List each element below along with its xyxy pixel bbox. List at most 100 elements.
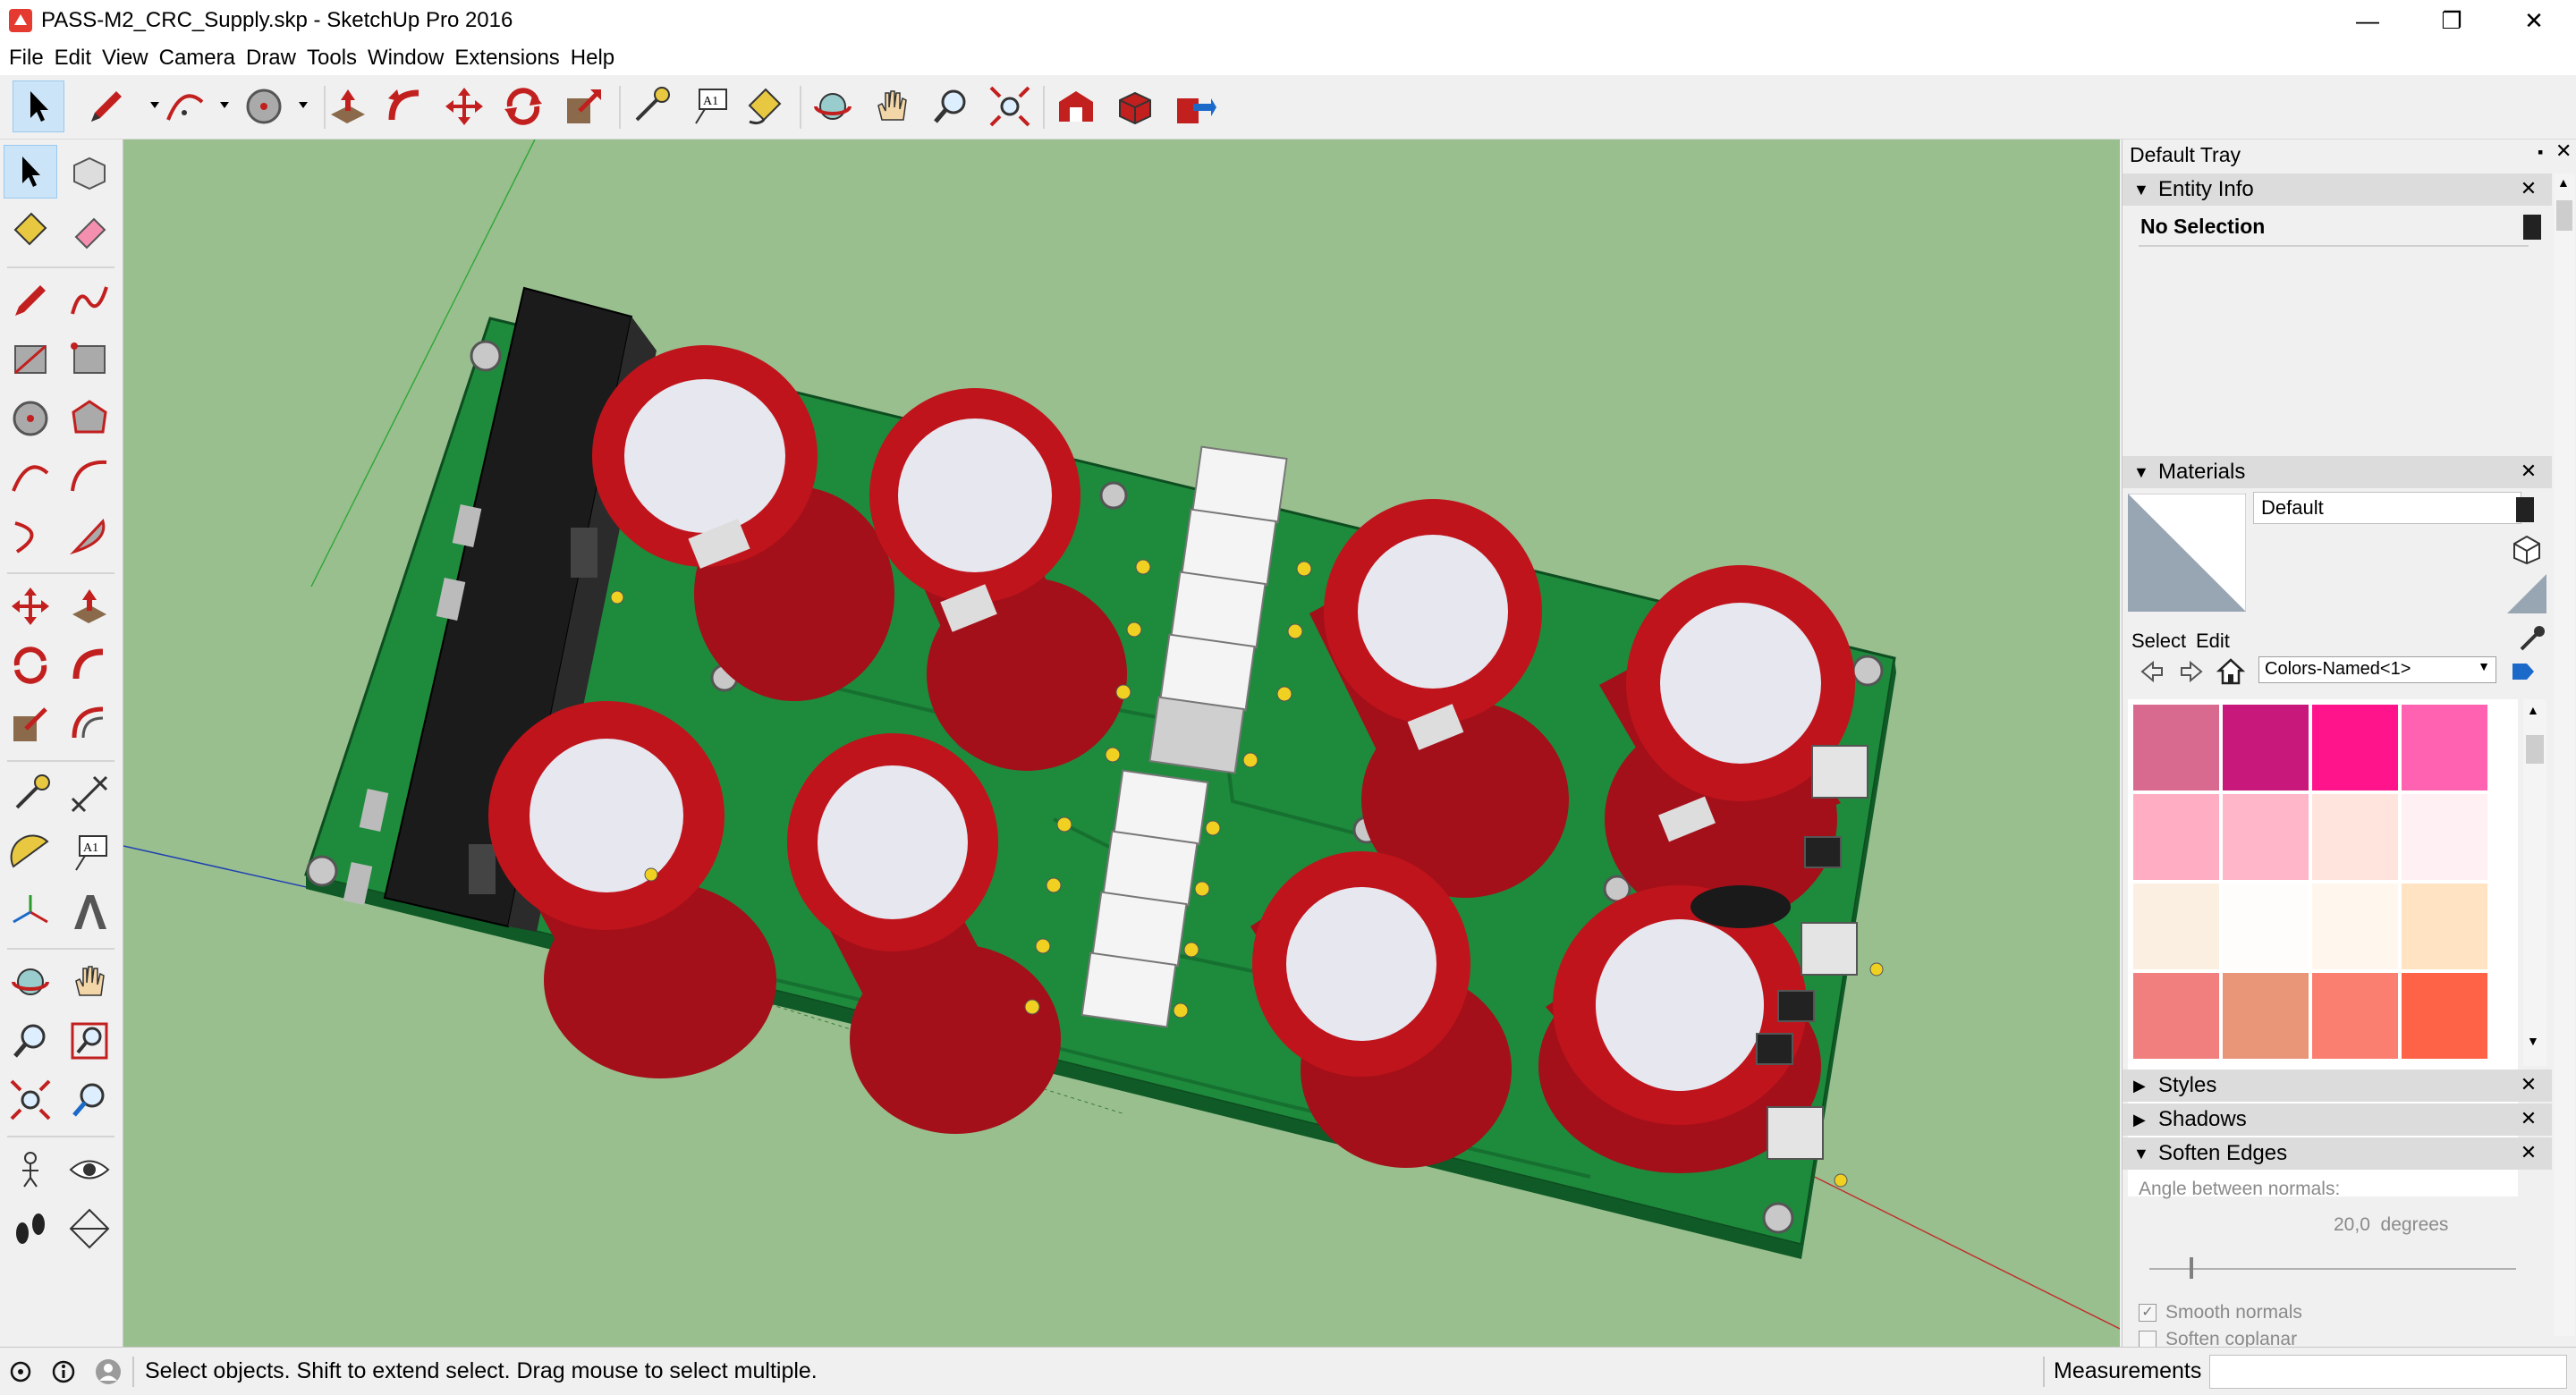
left-scale-button[interactable]	[4, 698, 57, 751]
toolbar-share-model-button[interactable]	[1168, 80, 1220, 132]
left-dimension-button[interactable]	[63, 767, 116, 821]
material-name-field[interactable]: Default	[2253, 492, 2521, 524]
scroll-thumb[interactable]	[2556, 200, 2572, 231]
left-eraser-button[interactable]	[63, 204, 116, 258]
material-swatch[interactable]	[2312, 973, 2398, 1059]
materials-tab-select[interactable]: Select	[2131, 630, 2187, 652]
toolbar-move-button[interactable]	[438, 80, 490, 132]
material-swatch[interactable]	[2133, 794, 2219, 880]
left-text-button[interactable]: A1	[63, 826, 116, 880]
menu-view[interactable]: View	[102, 46, 148, 70]
left-paint-bucket-button[interactable]	[4, 204, 57, 258]
back-arrow-icon[interactable]	[2139, 658, 2165, 685]
tray-close-icon[interactable]: ✕	[2555, 140, 2572, 162]
toolbar-pan-button[interactable]	[866, 80, 918, 132]
restore-button[interactable]: ❐	[2410, 0, 2494, 41]
smooth-normals-option[interactable]: ✓ Smooth normals	[2139, 1302, 2302, 1323]
left-rotated-rectangle-button[interactable]	[63, 333, 116, 386]
left-look-around-button[interactable]	[63, 1143, 116, 1196]
materials-header[interactable]: ▼ Materials ✕	[2123, 456, 2552, 488]
material-swatch[interactable]	[2312, 884, 2398, 969]
toolbar-arc-dropdown[interactable]	[208, 80, 259, 132]
scroll-down-icon[interactable]: ▼	[2527, 1034, 2539, 1048]
panel-close-icon[interactable]: ✕	[2520, 1107, 2538, 1129]
swatch-scrollbar[interactable]: ▲ ▼	[2523, 699, 2546, 1066]
left-component-button[interactable]	[63, 145, 116, 199]
create-material-icon[interactable]	[2511, 533, 2543, 565]
geo-location-icon[interactable]	[9, 1360, 32, 1383]
toolbar-warehouse-button[interactable]	[1050, 80, 1102, 132]
left-2point-arc-button[interactable]	[63, 451, 116, 504]
toolbar-follow-me-button[interactable]	[379, 80, 431, 132]
left-arc-button[interactable]	[4, 451, 57, 504]
menu-draw[interactable]: Draw	[245, 46, 296, 70]
toolbar-zoom-extents-button[interactable]	[984, 80, 1036, 132]
panel-close-icon[interactable]: ✕	[2520, 1073, 2538, 1095]
user-account-icon[interactable]	[95, 1358, 122, 1385]
material-swatch[interactable]	[2402, 794, 2487, 880]
left-pie-button[interactable]	[63, 510, 116, 563]
left-circle-button[interactable]	[4, 392, 57, 445]
menu-camera[interactable]: Camera	[158, 46, 235, 70]
left-position-camera-button[interactable]	[4, 1143, 57, 1196]
panel-close-icon[interactable]: ✕	[2520, 177, 2538, 199]
left-orbit-button[interactable]	[4, 955, 57, 1009]
toolbar-orbit-button[interactable]	[807, 80, 859, 132]
material-swatch[interactable]	[2223, 705, 2309, 790]
left-pencil-button[interactable]	[4, 274, 57, 327]
toolbar-select-button[interactable]	[13, 80, 64, 132]
toolbar-arc-button[interactable]	[159, 80, 211, 132]
left-rectangle-button[interactable]	[4, 333, 57, 386]
styles-header[interactable]: ▶ Styles ✕	[2123, 1070, 2552, 1102]
measurements-input[interactable]	[2209, 1355, 2567, 1389]
material-swatch[interactable]	[2402, 705, 2487, 790]
scroll-up-icon[interactable]: ▲	[2557, 175, 2570, 190]
left-zoom-window-button[interactable]	[63, 1014, 116, 1068]
material-collection-select[interactable]: Colors-Named<1> ▼	[2258, 656, 2496, 683]
details-arrow-icon[interactable]	[2509, 658, 2538, 685]
left-zoom-button[interactable]	[4, 1014, 57, 1068]
material-swatch[interactable]	[2223, 973, 2309, 1059]
eyedropper-icon[interactable]	[2516, 622, 2548, 655]
menu-edit[interactable]: Edit	[54, 46, 92, 70]
toolbar-text-button[interactable]: A1	[683, 80, 735, 132]
menu-help[interactable]: Help	[570, 46, 615, 70]
left-axes-button[interactable]	[4, 885, 57, 939]
left-walk-button[interactable]	[4, 1202, 57, 1256]
toolbar-rotate-button[interactable]	[497, 80, 549, 132]
menu-file[interactable]: File	[9, 46, 44, 70]
close-button[interactable]: ✕	[2492, 0, 2576, 41]
panel-close-icon[interactable]: ✕	[2520, 1141, 2538, 1163]
left-3d-text-button[interactable]	[63, 885, 116, 939]
model-viewport[interactable]	[123, 140, 2120, 1347]
material-swatch[interactable]	[2133, 705, 2219, 790]
materials-tab-edit[interactable]: Edit	[2196, 630, 2230, 652]
soften-coplanar-checkbox[interactable]	[2139, 1331, 2157, 1348]
left-previous-view-button[interactable]	[63, 1073, 116, 1127]
minimize-button[interactable]: —	[2326, 0, 2410, 41]
shadows-header[interactable]: ▶ Shadows ✕	[2123, 1103, 2552, 1136]
left-3point-arc-button[interactable]	[4, 510, 57, 563]
material-swatch[interactable]	[2402, 884, 2487, 969]
toolbar-circle-dropdown[interactable]	[286, 80, 338, 132]
materials-details-toggle[interactable]	[2516, 497, 2534, 522]
toolbar-circle-button[interactable]	[238, 80, 290, 132]
entity-info-header[interactable]: ▼ Entity Info ✕	[2123, 173, 2552, 206]
panel-close-icon[interactable]: ✕	[2520, 460, 2538, 482]
material-swatch[interactable]	[2133, 973, 2219, 1059]
menu-extensions[interactable]: Extensions	[454, 46, 560, 70]
toolbar-pencil-button[interactable]	[80, 80, 132, 132]
left-pan-button[interactable]	[63, 955, 116, 1009]
left-polygon-button[interactable]	[63, 392, 116, 445]
left-push-pull-button[interactable]	[63, 579, 116, 633]
left-protractor-button[interactable]	[4, 826, 57, 880]
scroll-up-icon[interactable]: ▲	[2527, 703, 2539, 717]
toolbar-components-button[interactable]	[1109, 80, 1161, 132]
tray-scrollbar[interactable]: ▲	[2554, 173, 2575, 1336]
soften-edges-header[interactable]: ▼ Soften Edges ✕	[2123, 1137, 2552, 1170]
left-move-button[interactable]	[4, 579, 57, 633]
left-zoom-extents-button[interactable]	[4, 1073, 57, 1127]
material-swatch[interactable]	[2223, 884, 2309, 969]
sample-paint-swatch-icon[interactable]	[2507, 574, 2546, 613]
toolbar-scale-button[interactable]	[558, 80, 610, 132]
